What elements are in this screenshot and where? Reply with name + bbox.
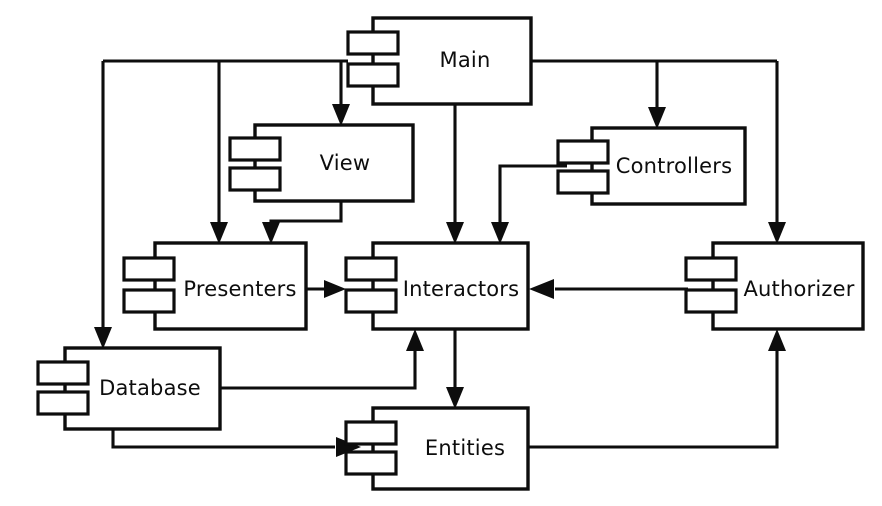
component-icon-tab-lower [556, 169, 610, 195]
component-icon-tab-lower [346, 62, 400, 88]
arrowhead-main-to-database [94, 327, 112, 349]
component-interactors[interactable]: Interactors [344, 241, 530, 331]
arrowhead-main-to-authorizer [768, 222, 786, 244]
arrowhead-entities-to-authorizer [768, 329, 786, 351]
arrowhead-main-to-presenters [210, 222, 228, 244]
component-view[interactable]: View [228, 123, 415, 203]
component-icon-tab-lower [344, 450, 398, 476]
component-icon-tab-upper [228, 136, 282, 162]
component-main-label: Main [440, 48, 491, 72]
component-main[interactable]: Main [346, 16, 533, 106]
component-icon-tab-upper [684, 256, 738, 282]
component-presenters-label: Presenters [183, 277, 296, 301]
arrowhead-presenters-to-interactors [324, 280, 346, 298]
component-presenters[interactable]: Presenters [122, 241, 308, 331]
component-icon-tab-upper [344, 420, 398, 446]
component-authorizer-label: Authorizer [743, 277, 854, 301]
component-view-label: View [320, 151, 371, 175]
component-controllers-label: Controllers [616, 154, 732, 178]
connection-database-to-entities [111, 429, 335, 449]
arrowhead-database-to-entities [336, 437, 361, 457]
component-icon-tab-lower [36, 390, 90, 416]
arrowhead-main-to-controllers [648, 107, 666, 129]
component-icon-tab-upper [344, 256, 398, 282]
component-presenters-body [153, 241, 308, 331]
component-interactors-label: Interactors [403, 277, 520, 301]
component-authorizer[interactable]: Authorizer [684, 241, 865, 331]
arrowhead-main-to-interactors [446, 222, 464, 244]
component-icon-tab-upper [122, 256, 176, 282]
component-database-label: Database [99, 376, 201, 400]
component-controllers[interactable]: Controllers [556, 126, 747, 206]
arrowhead-authorizer-to-interactors [529, 279, 554, 299]
component-icon-tab-upper [346, 30, 400, 56]
arrowhead-view-to-presenters [262, 222, 280, 244]
connection-view-to-presenters [269, 201, 343, 231]
component-database-body [63, 346, 222, 431]
component-entities-label: Entities [425, 436, 505, 460]
arrowhead-main-to-view [332, 104, 350, 126]
component-icon-tab-lower [344, 288, 398, 314]
arrowhead-interactors-to-entities [446, 387, 464, 409]
connection-controllers-to-interactors [498, 164, 567, 231]
connection-database-to-interactors [220, 343, 417, 390]
arrowhead-database-to-interactors [406, 329, 424, 351]
component-interactors-body [371, 241, 530, 331]
arrowhead-controllers-to-interactors [491, 222, 509, 244]
component-icon-tab-upper [556, 139, 610, 165]
component-icon-tab-lower [122, 288, 176, 314]
component-database[interactable]: Database [36, 346, 222, 431]
component-controllers-body [590, 126, 747, 206]
component-entities-body [371, 406, 530, 491]
component-icon-tab-upper [36, 360, 90, 386]
component-entities[interactable]: Entities [344, 406, 530, 491]
connection-entities-to-authorizer [528, 343, 779, 449]
component-authorizer-body [711, 241, 865, 331]
component-icon-tab-lower [684, 288, 738, 314]
component-icon-tab-lower [228, 166, 282, 192]
